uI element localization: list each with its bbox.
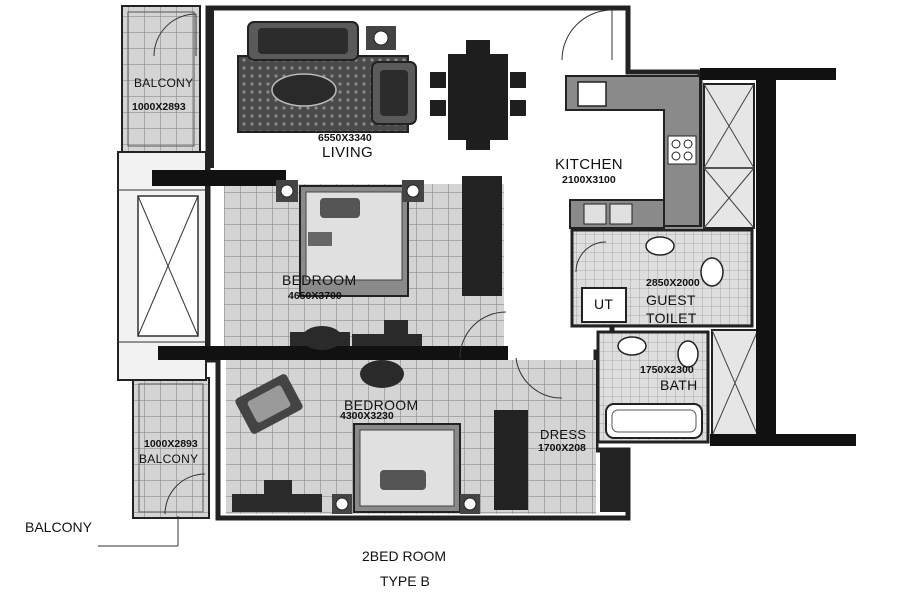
kitchen-dim: 2100X3100 — [562, 174, 616, 186]
living-name: LIVING — [322, 144, 373, 161]
bedroom2-furniture — [232, 357, 563, 514]
bath-room — [596, 330, 710, 444]
guest-toilet-room — [570, 228, 754, 328]
kitchen-name: KITCHEN — [555, 156, 623, 173]
guest-toilet-dim: 2850X2000 — [646, 277, 700, 289]
living-furniture — [237, 9, 613, 150]
plan-caption-line2: TYPE B — [380, 573, 430, 589]
bath-name: BATH — [660, 377, 698, 393]
bedroom2-name: BEDROOM — [344, 397, 419, 413]
walls — [152, 8, 856, 512]
bedroom1-name: BEDROOM — [282, 272, 357, 288]
balcony-callout-line — [98, 516, 179, 547]
balcony-top — [121, 5, 201, 153]
dress-dim: 1700X208 — [538, 442, 586, 454]
service-shaft — [703, 83, 759, 437]
bath-dim: 1750X2300 — [640, 364, 694, 376]
bedroom1-furniture — [276, 180, 507, 359]
bedroom2-dim: 4300X3230 — [340, 410, 394, 422]
guest-toilet-name-2: TOILET — [646, 310, 697, 326]
bedroom1-dim: 4650X3700 — [288, 290, 342, 302]
dress-name: DRESS — [540, 427, 587, 442]
balcony-bottom-dim: 1000X2893 — [144, 438, 198, 450]
living-dim: 6550X3340 — [318, 132, 372, 144]
balcony-top-name: BALCONY — [134, 76, 194, 90]
balcony-bottom — [132, 377, 210, 519]
balcony-callout-label: BALCONY — [25, 519, 92, 535]
balcony-window — [117, 151, 207, 381]
balcony-top-dim: 1000X2893 — [132, 101, 186, 113]
ut-name: UT — [594, 296, 614, 312]
plan-caption-line1: 2BED ROOM — [362, 548, 447, 564]
guest-toilet-name-1: GUEST — [646, 292, 696, 308]
balcony-bottom-name: BALCONY — [139, 452, 199, 466]
